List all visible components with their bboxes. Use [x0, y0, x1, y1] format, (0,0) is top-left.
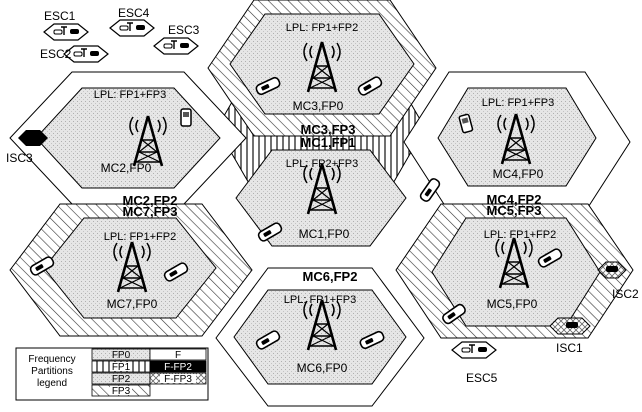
legend-title-line1: Frequency [28, 354, 75, 365]
cell-label-mc2: MC2,FP0 [101, 161, 152, 175]
legend-fp0: FP0 [112, 350, 131, 361]
boundary-label-mc3-fp3: MC3,FP3 [301, 122, 356, 137]
label-isc1: ISC1 [556, 341, 583, 355]
legend-title-line2: Partitions [31, 366, 73, 377]
cell-label-mc6: MC6,FP0 [297, 361, 348, 375]
boundary-label-mc1-fp1: MC1,FP1 [301, 135, 356, 150]
lpl-label-mc6: LPL: FP1+FP3 [284, 294, 356, 306]
frequency-legend: Frequency Partitions legend FP0 FP1 FP2 … [15, 347, 209, 401]
lpl-label-mc7: LPL: FP1+FP2 [104, 231, 176, 243]
legend-fp1: FP1 [112, 362, 131, 373]
legend-fp2: FP2 [112, 374, 131, 385]
lpl-label-mc3: LPL: FP1+FP2 [286, 22, 358, 34]
boundary-label-mc2-fp2: MC2,FP2 [123, 193, 178, 208]
handset-icon [180, 108, 192, 127]
label-esc4: ESC4 [118, 6, 150, 20]
isc2-device-icon [606, 266, 618, 272]
legend-f-fp3: F-FP3 [164, 374, 192, 385]
cell-label-mc4: MC4,FP0 [493, 167, 544, 181]
boundary-label-mc5-fp3: MC5,FP3 [487, 203, 542, 218]
lpl-label-mc1: LPL: FP2+FP3 [286, 158, 358, 170]
small-cell-icon-esc4 [109, 19, 155, 37]
legend-fp3: FP3 [112, 386, 131, 397]
legend-f: F [175, 350, 181, 361]
lpl-label-mc4: LPL: FP1+FP3 [482, 97, 554, 109]
cell-label-mc7: MC7,FP0 [107, 297, 158, 311]
legend-title-line3: legend [37, 378, 67, 389]
cell-label-mc1: MC1,FP0 [299, 227, 350, 241]
label-esc2: ESC2 [40, 47, 72, 61]
cell-mc4-inner [437, 87, 597, 187]
isc1-device-icon [566, 322, 578, 328]
cell-mc7-inner [43, 217, 217, 319]
label-esc5: ESC5 [466, 371, 498, 385]
lpl-label-mc2: LPL: FP1+FP3 [94, 89, 166, 101]
label-esc3: ESC3 [168, 23, 200, 37]
isc3-icon [18, 130, 48, 146]
small-cell-icon-esc1 [43, 23, 89, 41]
boundary-label-mc7-fp3: MC7,FP3 [123, 204, 178, 219]
cell-mc1-inner [235, 149, 407, 247]
boundary-label-mc4-fp2: MC4,FP2 [487, 192, 542, 207]
small-cell-icon-esc3 [153, 37, 199, 55]
label-isc2: ISC2 [612, 287, 639, 301]
label-isc3: ISC3 [6, 151, 33, 165]
cell-label-mc5: MC5,FP0 [487, 297, 538, 311]
label-esc1: ESC1 [44, 9, 76, 23]
small-cell-icon-esc5 [451, 341, 497, 359]
cell-mc2-inner [35, 87, 221, 189]
lpl-label-mc5: LPL: FP1+FP2 [484, 229, 556, 241]
legend-f-fp2: F-FP2 [164, 362, 192, 373]
cell-mc6-inner [233, 289, 407, 385]
boundary-label-mc6-fp2: MC6,FP2 [303, 269, 358, 284]
cell-label-mc3: MC3,FP0 [293, 99, 344, 113]
